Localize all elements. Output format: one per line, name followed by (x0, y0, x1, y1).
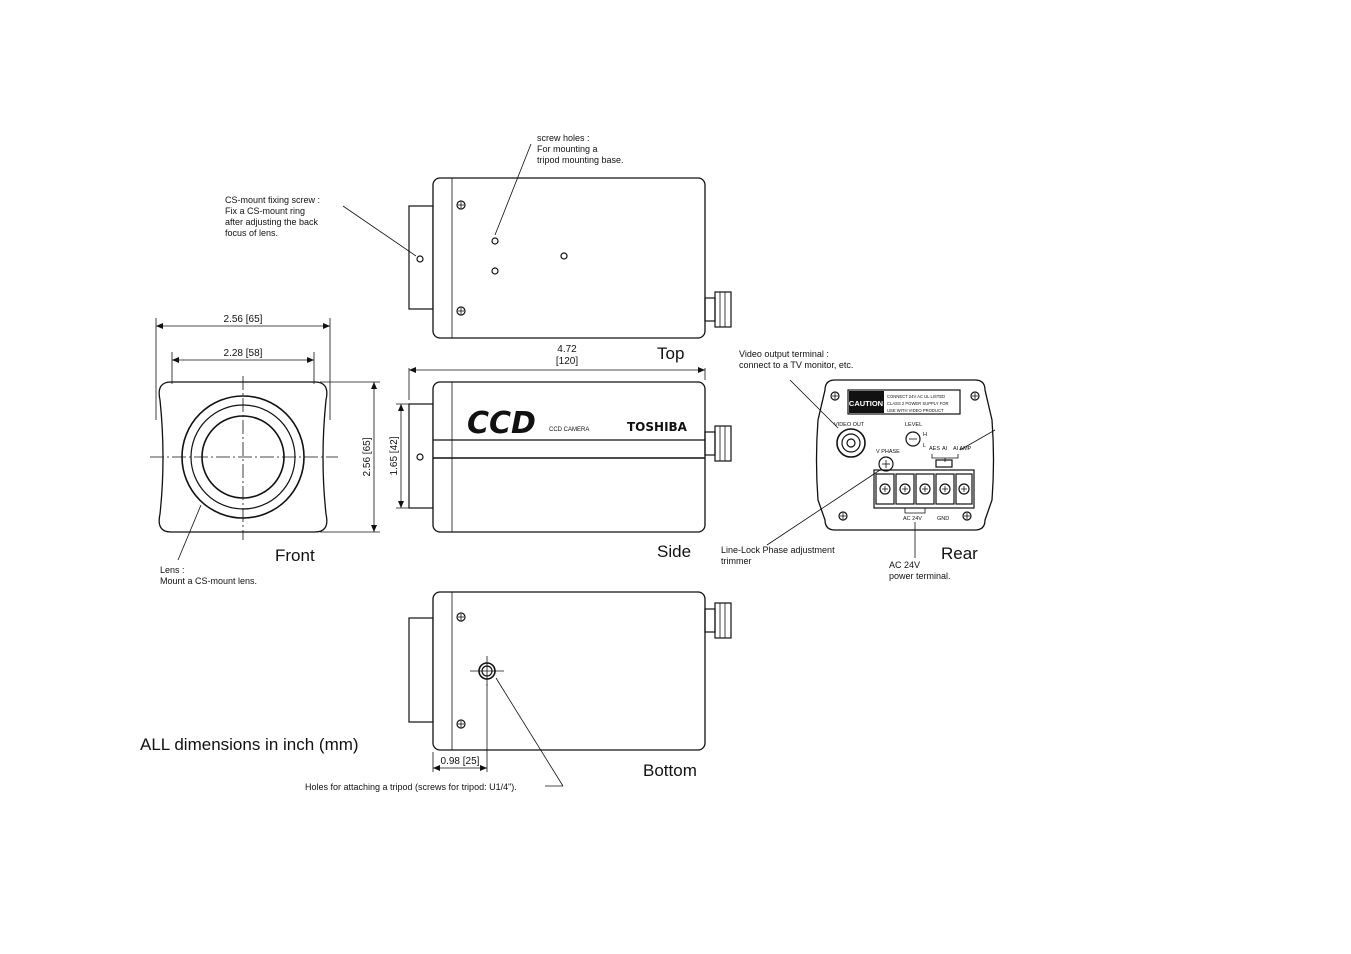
rear-screw-icon (962, 511, 972, 521)
callout-lens-1: Lens : (160, 565, 185, 575)
bottom-lens-ring (408, 617, 434, 723)
ac24v-label: AC 24V (903, 516, 922, 522)
view-label-front: Front (275, 546, 315, 565)
top-lens-ring (408, 205, 434, 310)
mount-hole (491, 237, 499, 245)
mount-hole (491, 267, 499, 275)
view-label-top: Top (657, 344, 684, 363)
dim-side-length-in: 4.72 (557, 344, 577, 355)
mount-hole (560, 252, 568, 260)
callout-screw-holes-1: screw holes : (537, 133, 590, 143)
level-trimmer (905, 431, 921, 447)
rear-screw-icon (830, 391, 840, 401)
terminal-block (873, 469, 975, 509)
leader-line (177, 504, 202, 561)
caution-label (847, 389, 961, 415)
dim-front-width-outer: 2.56 [65] (224, 314, 263, 325)
dim-side-height: 1.65 [42] (389, 436, 400, 475)
callout-ac24v-1: AC 24V (889, 560, 920, 570)
v-phase-trimmer (878, 456, 894, 472)
level-l-label: L (923, 443, 926, 449)
callout-cs-mount-4: focus of lens. (225, 228, 278, 238)
bottom-view: 0.98 [25] Holes for attaching a tripod (… (305, 591, 732, 792)
top-view: screw holes : For mounting a tripod moun… (225, 133, 732, 363)
view-label-side: Side (657, 542, 691, 561)
terminal-screws (875, 473, 973, 505)
view-label-rear: Rear (941, 544, 978, 563)
gnd-label: GND (937, 516, 949, 522)
caution-text-2: CLASS 2 POWER SUPPLY FOR (887, 401, 949, 406)
callout-ac24v-2: power terminal. (889, 571, 951, 581)
callout-cs-mount-2: Fix a CS-mount ring (225, 206, 305, 216)
dim-bottom-offset: 0.98 [25] (441, 756, 480, 767)
caution-text-1: CONNECT 24V AC UL LISTED (887, 394, 945, 399)
callout-video-out-2: connect to a TV monitor, etc. (739, 360, 853, 370)
leader-line (494, 143, 532, 236)
level-h-label: H (923, 432, 927, 438)
ai-label: AI (942, 446, 948, 452)
dim-front-width-inner: 2.28 [58] (224, 348, 263, 359)
leader-line (342, 205, 417, 257)
bottom-screw-icon (456, 612, 466, 622)
video-out-label: VIDEO OUT (834, 422, 865, 428)
leader-line (959, 429, 996, 451)
v-phase-label: V PHASE (876, 449, 900, 455)
callout-cs-mount-3: after adjusting the back (225, 217, 319, 227)
cs-mount-screw (416, 255, 424, 263)
top-screw-icon (456, 306, 466, 316)
dim-front-height: 2.56 [65] (362, 437, 373, 476)
callout-screw-holes-2: For mounting a (537, 144, 598, 154)
caution-title: CAUTION (849, 399, 883, 408)
rear-screw-icon (838, 511, 848, 521)
callout-line-lock-1: Line-Lock Phase adjustment (721, 545, 835, 555)
side-view: 4.72 [120] 1.65 [42] CCD CCD CAMERA TOSH… (389, 344, 732, 561)
bottom-screw-icon (456, 719, 466, 729)
rear-view: CAUTION CONNECT 24V AC UL LISTED CLASS 2… (721, 349, 996, 581)
dimensions-note: ALL dimensions in inch (mm) (140, 735, 359, 754)
bnc-connector (836, 428, 866, 458)
bottom-body (432, 591, 706, 751)
aes-label: AES (929, 446, 940, 452)
aes-ai-switch (935, 459, 953, 468)
top-body (432, 177, 706, 339)
view-label-bottom: Bottom (643, 761, 697, 780)
rear-screw-icon (970, 391, 980, 401)
dim-side-length-mm: [120] (556, 356, 578, 367)
leader-line (495, 677, 564, 787)
callout-screw-holes-3: tripod mounting base. (537, 155, 624, 165)
side-body (432, 381, 706, 533)
brand-logo: TOSHIBA (627, 420, 688, 434)
front-view: 2.56 [65] 2.28 [58] 2.56 [65] Lens : Mou… (150, 314, 380, 586)
callout-video-out-1: Video output terminal : (739, 349, 829, 359)
level-label: LEVEL (905, 422, 922, 428)
leader-line (789, 379, 839, 429)
ccd-logo: CCD (467, 406, 536, 441)
top-screw-icon (456, 200, 466, 210)
callout-lens-2: Mount a CS-mount lens. (160, 576, 257, 586)
callout-line-lock-2: trimmer (721, 556, 752, 566)
caution-text-3: USE WITH VIDEO PRODUCT (887, 408, 944, 413)
ccd-model-label: CCD CAMERA (549, 427, 589, 433)
callout-cs-mount-1: CS-mount fixing screw : (225, 195, 320, 205)
side-lens-ring (408, 403, 434, 509)
leader-line (766, 469, 881, 546)
callout-tripod-holes: Holes for attaching a tripod (screws for… (305, 782, 517, 792)
